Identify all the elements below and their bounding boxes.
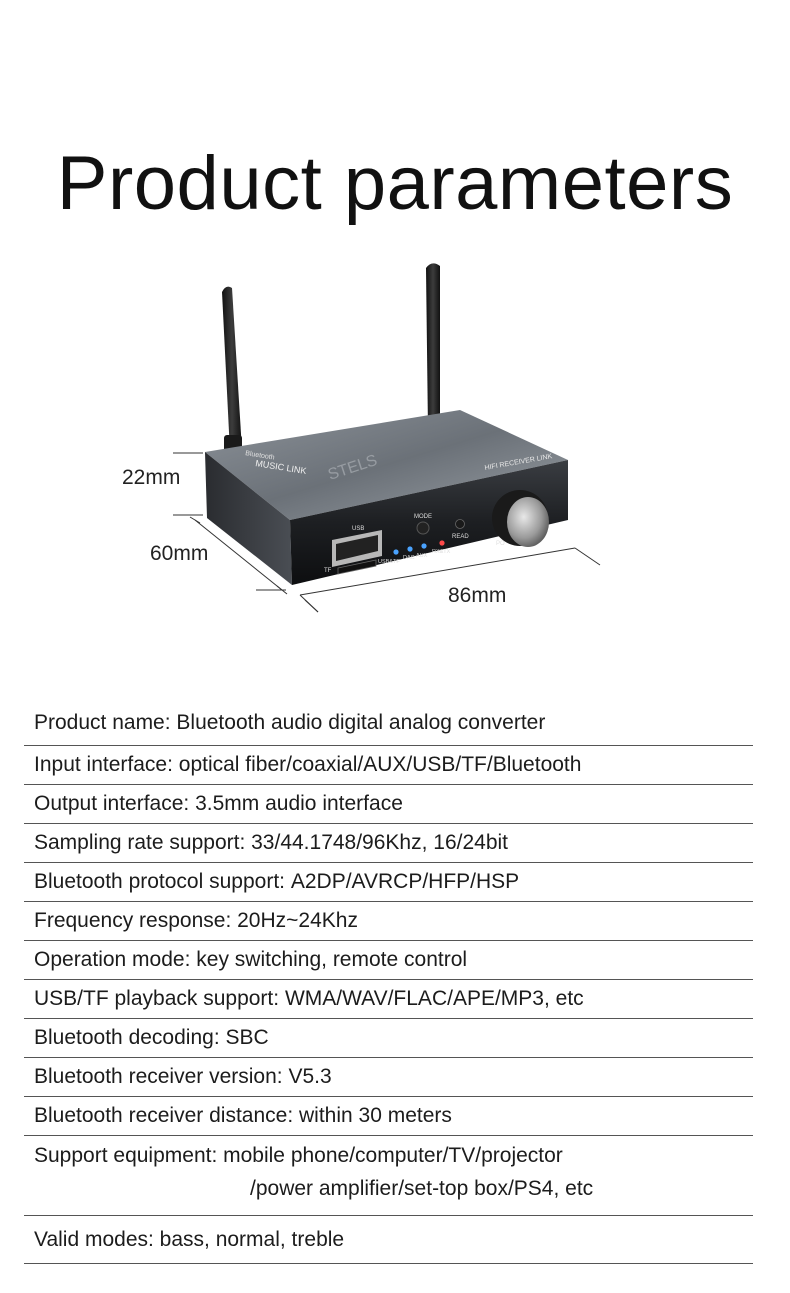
spec-key: Operation mode:: [34, 948, 197, 971]
height-dimension-label: 22mm: [122, 466, 181, 489]
spec-key: Product name:: [34, 710, 177, 734]
device-side: [205, 452, 292, 585]
spec-key: Frequency response:: [34, 909, 238, 932]
svg-text:USB: USB: [352, 526, 364, 532]
brand-small-text: Bluetooth: [245, 450, 275, 462]
spec-value: WMA/WAV/FLAC/APE/MP3, etc: [284, 987, 584, 1010]
svg-text:USB&TF: USB&TF: [378, 559, 400, 565]
spec-row: Valid modes: bass, normal, treble: [24, 1216, 753, 1264]
svg-text:AUX: AUX: [416, 553, 428, 559]
spec-key: Bluetooth receiver distance:: [34, 1104, 299, 1127]
spec-row: Product name: Bluetooth audio digital an…: [24, 700, 753, 746]
mode-button: MODE: [414, 514, 432, 535]
spec-row: Input interface: optical fiber/coaxial/A…: [24, 746, 753, 785]
read-indicator: READ: [452, 519, 469, 540]
spec-value: V5.3: [288, 1065, 332, 1088]
dimension-lines: [173, 452, 601, 613]
spec-key: Input interface:: [34, 753, 179, 776]
spec-value: optical fiber/coaxial/AUX/USB/TF/Bluetoo…: [178, 753, 582, 776]
svg-text:MODE: MODE: [414, 514, 432, 520]
spec-row: Bluetooth decoding: SBC: [24, 1019, 753, 1058]
spec-key: Bluetooth protocol support:: [34, 870, 291, 893]
spec-value: SBC: [225, 1026, 269, 1049]
spec-value: A2DP/AVRCP/HFP/HSP: [290, 870, 520, 893]
svg-text:READ: READ: [452, 534, 469, 540]
svg-text:DAC: DAC: [403, 555, 415, 561]
spec-key: Output interface:: [34, 792, 196, 815]
spec-row: Output interface: 3.5mm audio interface: [24, 785, 753, 824]
spec-key: Support equipment:: [34, 1144, 224, 1167]
spec-value: bass, normal, treble: [159, 1227, 345, 1251]
spec-value: Bluetooth audio digital analog converter: [176, 710, 546, 734]
spec-value: mobile phone/computer/TV/projector: [223, 1144, 563, 1167]
device-top: [205, 410, 568, 520]
spec-value: within 30 meters: [298, 1104, 452, 1127]
spec-key: Bluetooth decoding:: [34, 1026, 226, 1049]
antenna-right: [424, 263, 442, 436]
usb-port: USB TF: [324, 526, 382, 575]
spec-value: 33/44.1748/96Khz, 16/24bit: [251, 831, 509, 854]
page-title: Product parameters: [56, 140, 734, 226]
status-leds: USB&TF DAC AUX RX&TX: [378, 540, 451, 565]
spec-row: Operation mode: key switching, remote co…: [24, 941, 753, 980]
spec-table: Product name: Bluetooth audio digital an…: [24, 700, 753, 1264]
spec-value: 20Hz~24Khz: [237, 909, 358, 932]
spec-key: Sampling rate support:: [34, 831, 252, 854]
spec-row: Frequency response: 20Hz~24Khz: [24, 902, 753, 941]
spec-row: USB/TF playback support: WMA/WAV/FLAC/AP…: [24, 980, 753, 1019]
svg-text:PO: PO: [496, 541, 505, 547]
antenna-left: [222, 286, 242, 457]
spec-row: Sampling rate support: 33/44.1748/96Khz,…: [24, 824, 753, 863]
spec-row: Bluetooth receiver distance: within 30 m…: [24, 1097, 753, 1136]
spec-value: 3.5mm audio interface: [195, 792, 403, 815]
product-image: Bluetooth MUSIC LINK STELS HIFI RECEIVER…: [173, 263, 601, 613]
spec-value: key switching, remote control: [196, 948, 468, 971]
svg-text:TF: TF: [324, 568, 332, 574]
depth-dimension-label: 60mm: [150, 542, 209, 565]
width-dimension-label: 86mm: [448, 584, 507, 607]
spec-row: Bluetooth receiver version: V5.3: [24, 1058, 753, 1097]
volume-knob: PO: [492, 490, 549, 547]
spec-key: Bluetooth receiver version:: [34, 1065, 289, 1088]
spec-row: Support equipment: mobile phone/computer…: [24, 1136, 753, 1216]
spec-value-continuation: /power amplifier/set-top box/PS4, etc: [250, 1177, 594, 1200]
spec-key: USB/TF playback support:: [34, 987, 285, 1010]
spec-key: Valid modes:: [34, 1227, 160, 1251]
svg-text:RX&TX: RX&TX: [432, 549, 451, 555]
spec-row: Bluetooth protocol support: A2DP/AVRCP/H…: [24, 863, 753, 902]
